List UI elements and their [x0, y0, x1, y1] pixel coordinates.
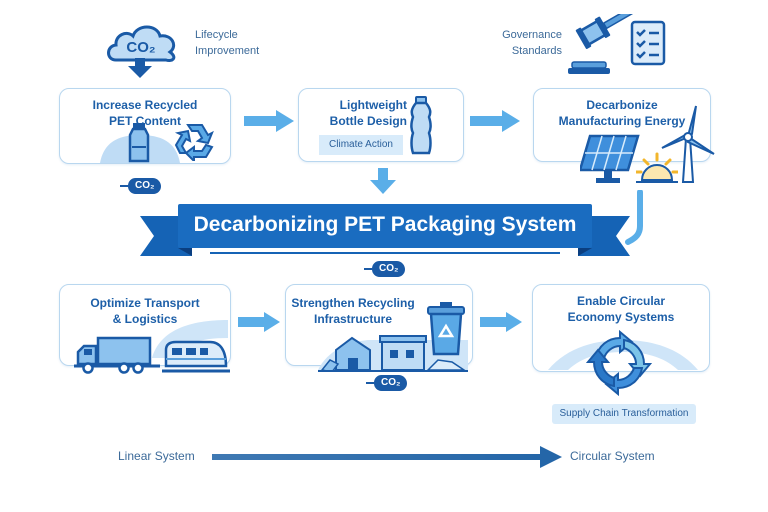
- linear-to-circular-arrow: [212, 446, 562, 468]
- title-line1: Lightweight: [339, 98, 407, 112]
- card-decarbonize-manufacturing[interactable]: Decarbonize Manufacturing Energy: [533, 88, 711, 162]
- buildings-icon: [318, 335, 468, 372]
- bottle-icon: [410, 96, 432, 155]
- checklist-icon: [630, 20, 666, 66]
- title-line2: & Logistics: [112, 312, 178, 326]
- circular-system-label: Circular System: [570, 449, 655, 463]
- arrow-right-icon: [470, 110, 520, 132]
- wind-turbine-icon: [661, 105, 715, 183]
- governance-label-line2: Standards: [511, 45, 562, 57]
- title-line2: Economy Systems: [567, 310, 675, 324]
- lifecycle-improvement-label: Lifecycle Improvement: [195, 27, 259, 59]
- card-title: Decarbonize Manufacturing Energy: [534, 97, 710, 129]
- arrow-right-icon: [480, 312, 522, 332]
- card-title: Strengthen Recycling Infrastructure: [286, 295, 420, 327]
- card-lightweight-bottle[interactable]: Lightweight Bottle Design Climate Action: [298, 88, 464, 162]
- banner-ribbon: [140, 204, 630, 256]
- train-icon: [162, 340, 230, 373]
- co2-badge-1: CO₂: [120, 178, 162, 194]
- governance-standards-label: Governance Standards: [496, 27, 562, 59]
- title-line1: Optimize Transport: [90, 296, 200, 310]
- co2-badge-2: CO₂: [364, 261, 406, 277]
- sun-icon: [636, 152, 678, 183]
- title-line2: Bottle Design: [329, 114, 407, 128]
- title-line1: Increase Recycled: [92, 98, 198, 112]
- circular-arrows-icon: [586, 330, 652, 396]
- title-line2: PET Content: [109, 114, 181, 128]
- climate-action-tag: Climate Action: [319, 135, 403, 155]
- title-line1: Decarbonize: [586, 98, 658, 112]
- arrow-down-icon: [370, 168, 396, 194]
- recycle-icon: [174, 124, 214, 161]
- lifecycle-label-line1: Lifecycle: [195, 29, 238, 41]
- truck-icon: [74, 336, 160, 374]
- arc-swoosh: [548, 340, 698, 370]
- solar-panel-icon: [580, 134, 640, 183]
- card-increase-recycled-pet[interactable]: Increase Recycled PET Content: [59, 88, 231, 164]
- co2-cloud-down-icon: CO₂: [102, 18, 182, 80]
- title-line1: Strengthen Recycling: [291, 296, 415, 310]
- bottle-icon: [100, 123, 180, 163]
- card-title: Increase Recycled PET Content: [60, 97, 230, 129]
- gavel-icon: [566, 7, 636, 76]
- svg-text:CO₂: CO₂: [126, 39, 155, 56]
- governance-label-line1: Governance: [502, 29, 562, 41]
- card-title: Optimize Transport & Logistics: [60, 295, 230, 327]
- supply-chain-transformation-tag: Supply Chain Transformation: [552, 404, 696, 424]
- arrow-right-icon: [238, 312, 280, 332]
- lifecycle-label-line2: Improvement: [195, 45, 260, 57]
- arrow-right-icon: [244, 110, 294, 132]
- linear-system-label: Linear System: [118, 449, 195, 463]
- card-title: Enable Circular Economy Systems: [533, 293, 709, 325]
- card-title: Lightweight Bottle Design: [307, 97, 407, 129]
- recycling-bin-icon: [427, 302, 465, 356]
- title-line1: Enable Circular: [576, 294, 666, 308]
- title-line2: Manufacturing Energy: [558, 114, 686, 128]
- connector-arrow-icon: [625, 190, 643, 245]
- title-line2: Infrastructure: [313, 312, 393, 326]
- co2-badge-3: CO₂: [366, 375, 408, 391]
- banner-title: Decarbonizing PET Packaging System: [193, 213, 577, 236]
